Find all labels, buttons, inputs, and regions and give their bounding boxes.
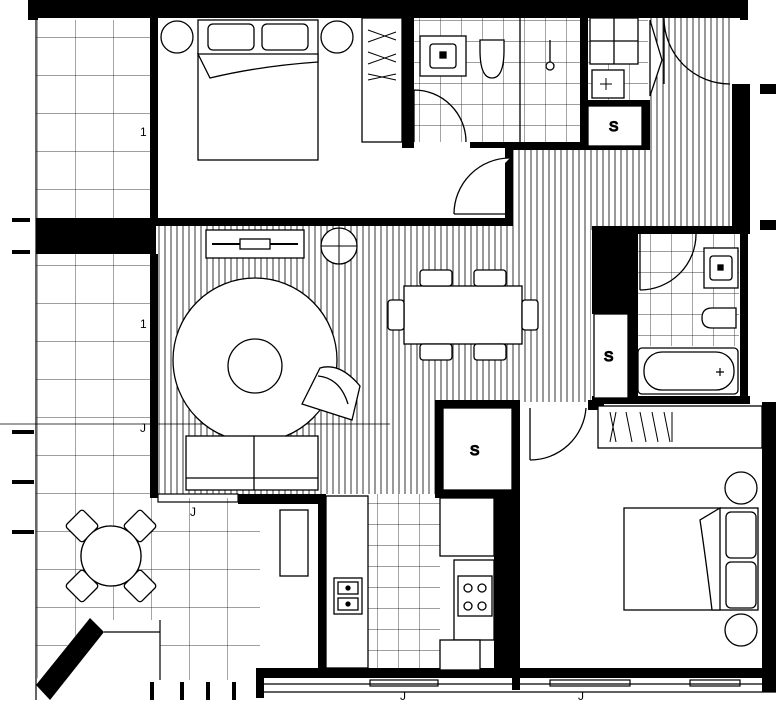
wardrobe-2 <box>597 405 763 449</box>
hall-timber <box>510 150 732 230</box>
bedroom-1 <box>158 17 505 218</box>
cooktop <box>457 575 493 617</box>
balcony-tiles-mid <box>36 254 154 498</box>
balcony-furniture <box>65 509 309 603</box>
dining-table <box>403 285 523 345</box>
wardrobe-2-hangers <box>609 411 673 443</box>
dining-chair <box>387 299 405 331</box>
bedroom-1-door <box>453 157 511 215</box>
bedside-lamp-left <box>160 20 194 54</box>
bedroom-2 <box>529 405 763 647</box>
balcony-tiles-top <box>36 20 154 218</box>
bed-2-duvet <box>699 506 721 611</box>
dining-chair <box>419 269 453 287</box>
armchair <box>301 366 361 421</box>
dining-chair <box>521 299 539 331</box>
kitchen-tiles <box>368 494 440 670</box>
laundry-door <box>649 19 663 97</box>
coffee-table <box>227 338 283 394</box>
dining-chair <box>473 343 507 361</box>
living <box>172 227 539 491</box>
kitchen <box>325 495 495 671</box>
fridge <box>439 497 495 557</box>
bedside-lamp-top <box>724 471 758 505</box>
balcony-mark-low: J <box>140 421 146 435</box>
marks: 1 1 J J J J <box>140 125 584 703</box>
bed-2-pillow-top <box>725 511 757 559</box>
balcony-mark-top: 1 <box>140 125 147 139</box>
window-mark-1: J <box>190 505 196 519</box>
entry-door <box>663 17 731 85</box>
bathtub-inner <box>643 351 735 391</box>
shower-drain <box>545 61 555 71</box>
storage-label-top: S <box>609 118 618 134</box>
bedside-lamp-bottom <box>724 613 758 647</box>
balcony-bench <box>279 509 309 577</box>
hall <box>453 157 511 215</box>
storage-label-mid: S <box>470 442 479 458</box>
bathroom-2: S <box>593 233 739 399</box>
dining-chair <box>419 343 453 361</box>
storage-mid: S <box>442 407 513 491</box>
bedroom-2-door <box>529 407 587 461</box>
bed-1-duvet <box>196 53 319 79</box>
laundry: S <box>587 17 731 147</box>
window-mark-2: J <box>400 689 406 703</box>
hall-timber-strip <box>510 218 592 228</box>
dining-chair <box>473 269 507 287</box>
window-mark-3: J <box>578 689 584 703</box>
storage-box-top <box>587 105 643 147</box>
entry-timber <box>648 14 732 154</box>
basin-1-tap <box>439 51 447 59</box>
storage-box-mid-right <box>593 313 629 399</box>
sofa <box>185 435 319 491</box>
bed-1-pillow-left <box>207 23 255 51</box>
bathroom-2-door <box>639 233 697 291</box>
bedside-lamp-right <box>320 20 354 54</box>
storage-label-bath: S <box>604 348 613 364</box>
pantry <box>439 639 481 671</box>
bed-1-pillow-right <box>261 23 309 51</box>
walls <box>12 0 776 700</box>
balcony-mark-mid: 1 <box>140 317 147 331</box>
thin-lines <box>0 20 776 700</box>
wardrobe-1-hangers <box>367 29 397 81</box>
toilet-2 <box>701 307 737 329</box>
bathroom-1 <box>413 18 555 143</box>
bathroom-1-door <box>413 89 467 143</box>
toilet-1 <box>479 39 505 79</box>
bed-2-pillow-bottom <box>725 561 757 609</box>
